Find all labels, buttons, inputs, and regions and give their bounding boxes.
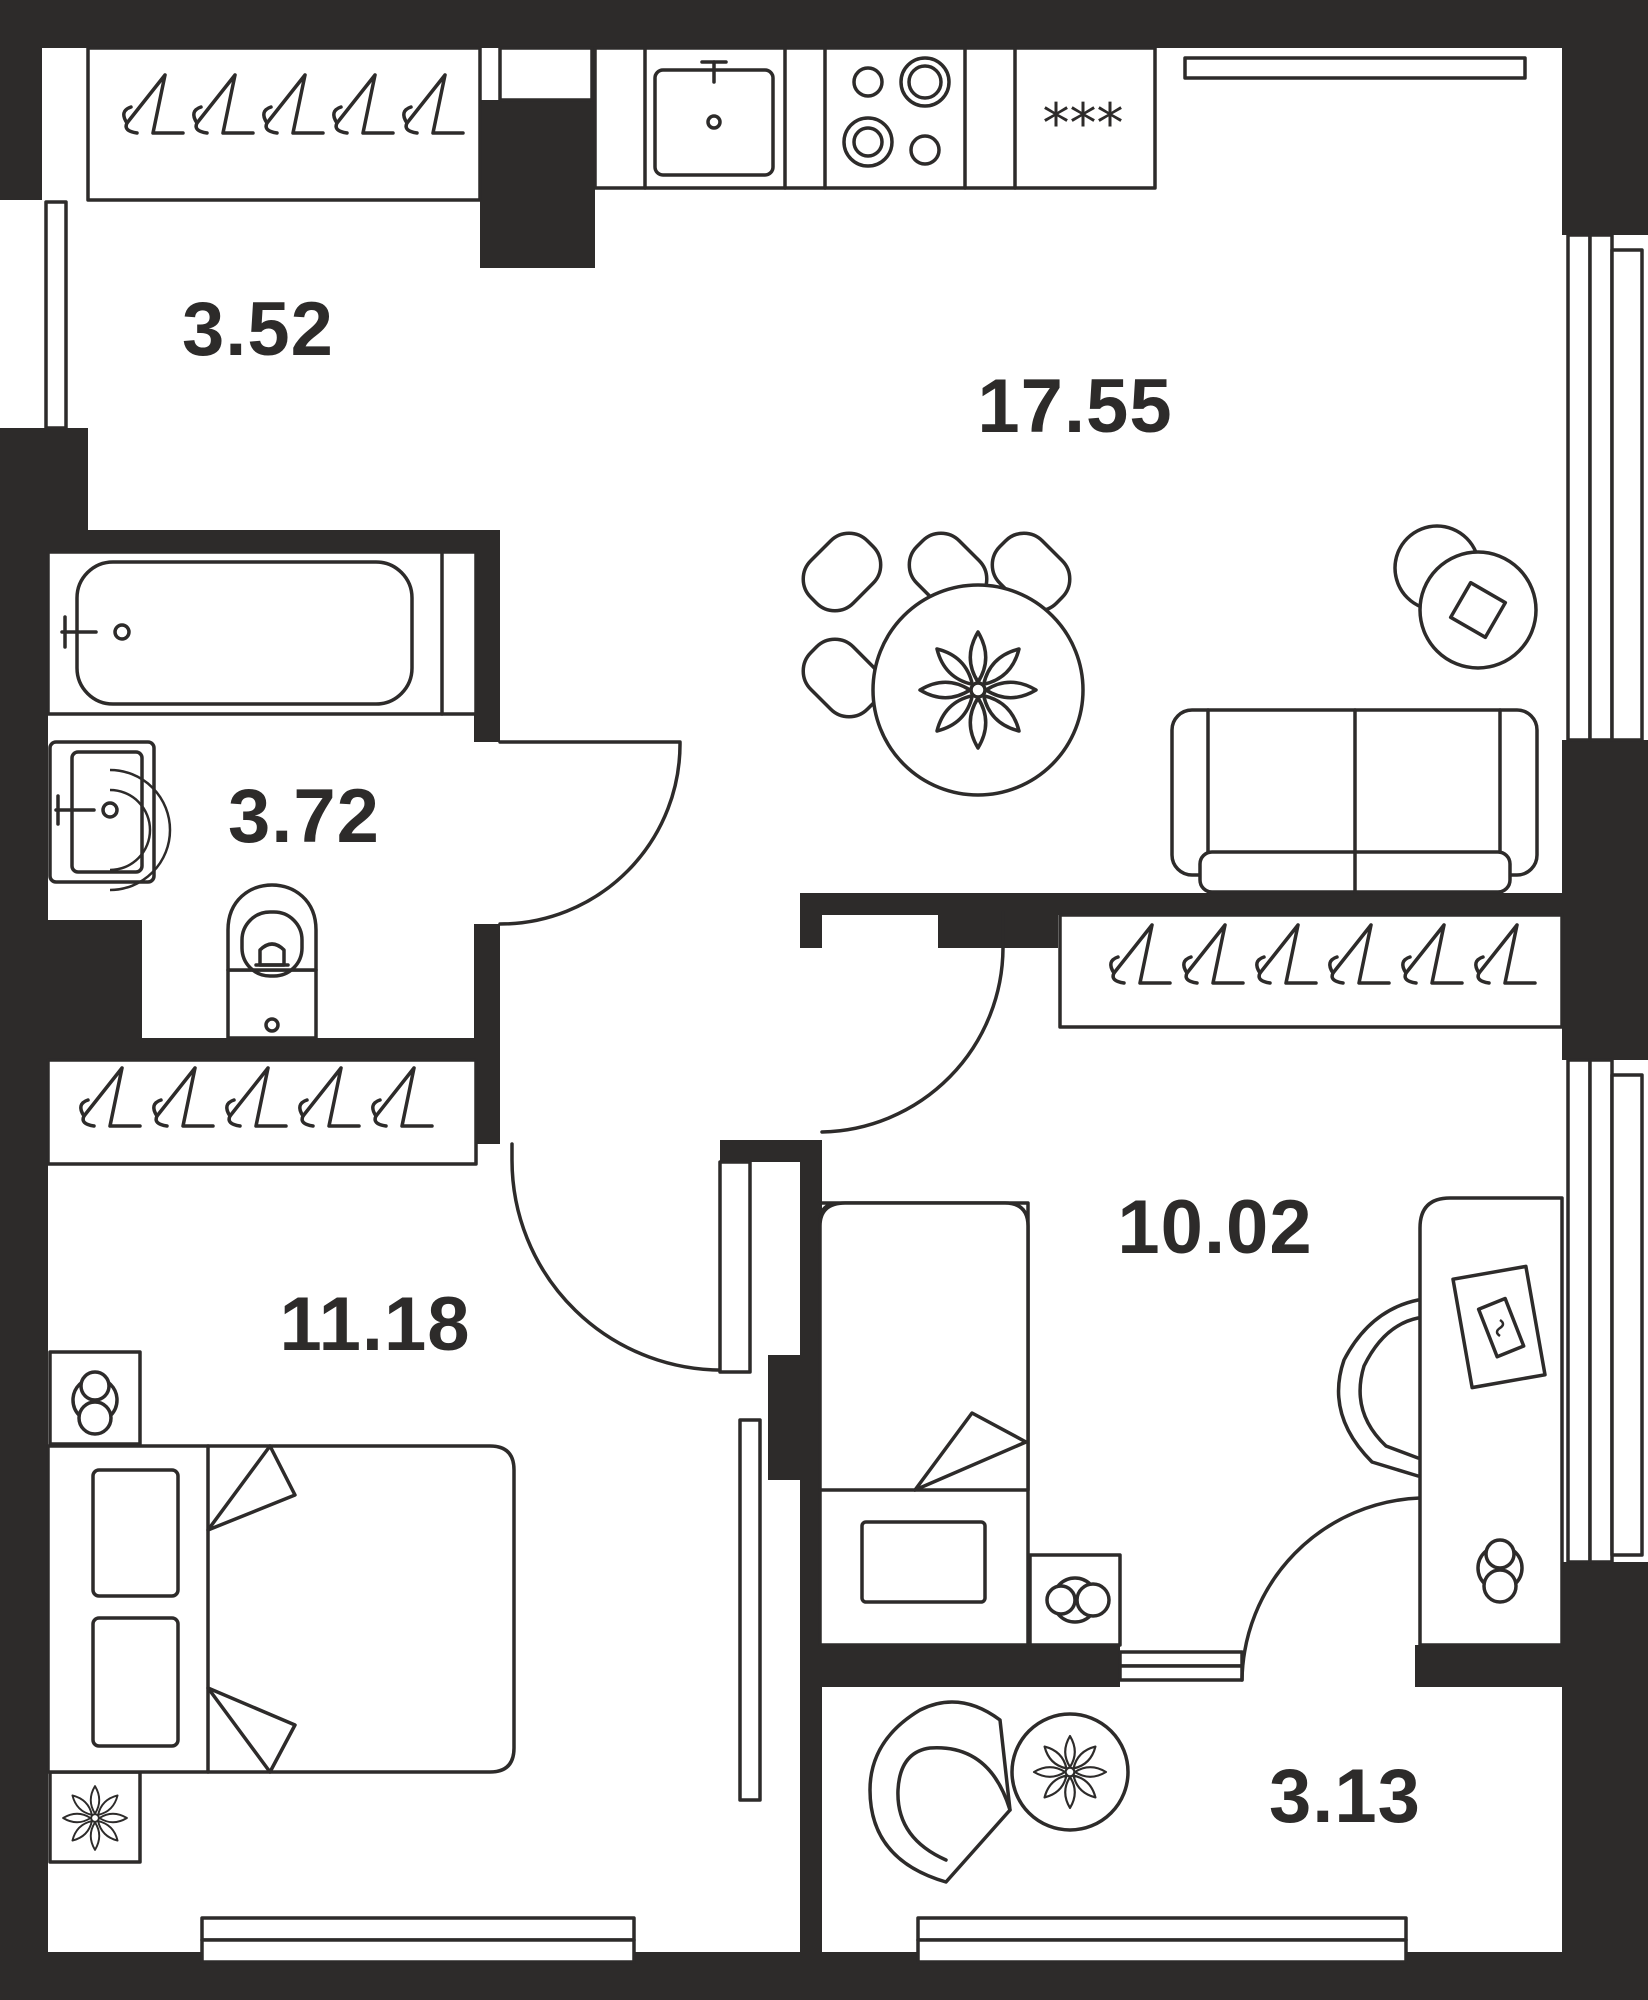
sofa-icon — [1170, 708, 1539, 894]
toilet-icon — [226, 883, 318, 1040]
area-label-loggia: 3.13 — [1269, 1754, 1421, 1839]
lamp-table — [1393, 524, 1538, 670]
dining-table — [801, 531, 1085, 797]
windows — [44, 56, 1644, 1964]
area-label-bedroom: 11.18 — [280, 1282, 471, 1367]
armchair-icon — [868, 1700, 1012, 1884]
area-label-kitchen: 17.55 — [977, 364, 1172, 449]
chair-icon — [1336, 1298, 1420, 1478]
kitchen-counter: *** — [498, 46, 1157, 190]
area-labels: 3.52 17.55 3.72 11.18 10.02 3.13 — [182, 287, 1421, 1839]
sink-icon — [48, 740, 172, 892]
bed-icon — [818, 1201, 1122, 1647]
doors — [498, 740, 1422, 1682]
fridge-label: *** — [1043, 92, 1124, 155]
plant-table — [1010, 1712, 1130, 1832]
hall-wardrobe — [86, 46, 482, 202]
bed-icon — [46, 1350, 516, 1864]
stove-icon — [842, 56, 951, 168]
bedroom-wardrobe — [46, 1058, 478, 1166]
desk-icon — [1418, 1196, 1564, 1647]
sink-icon — [653, 60, 775, 177]
room-wardrobe — [1058, 913, 1564, 1029]
area-label-room: 10.02 — [1117, 1185, 1312, 1270]
area-label-bathroom: 3.72 — [228, 774, 380, 859]
area-label-hall: 3.52 — [182, 287, 334, 372]
bathtub-icon — [46, 550, 478, 716]
